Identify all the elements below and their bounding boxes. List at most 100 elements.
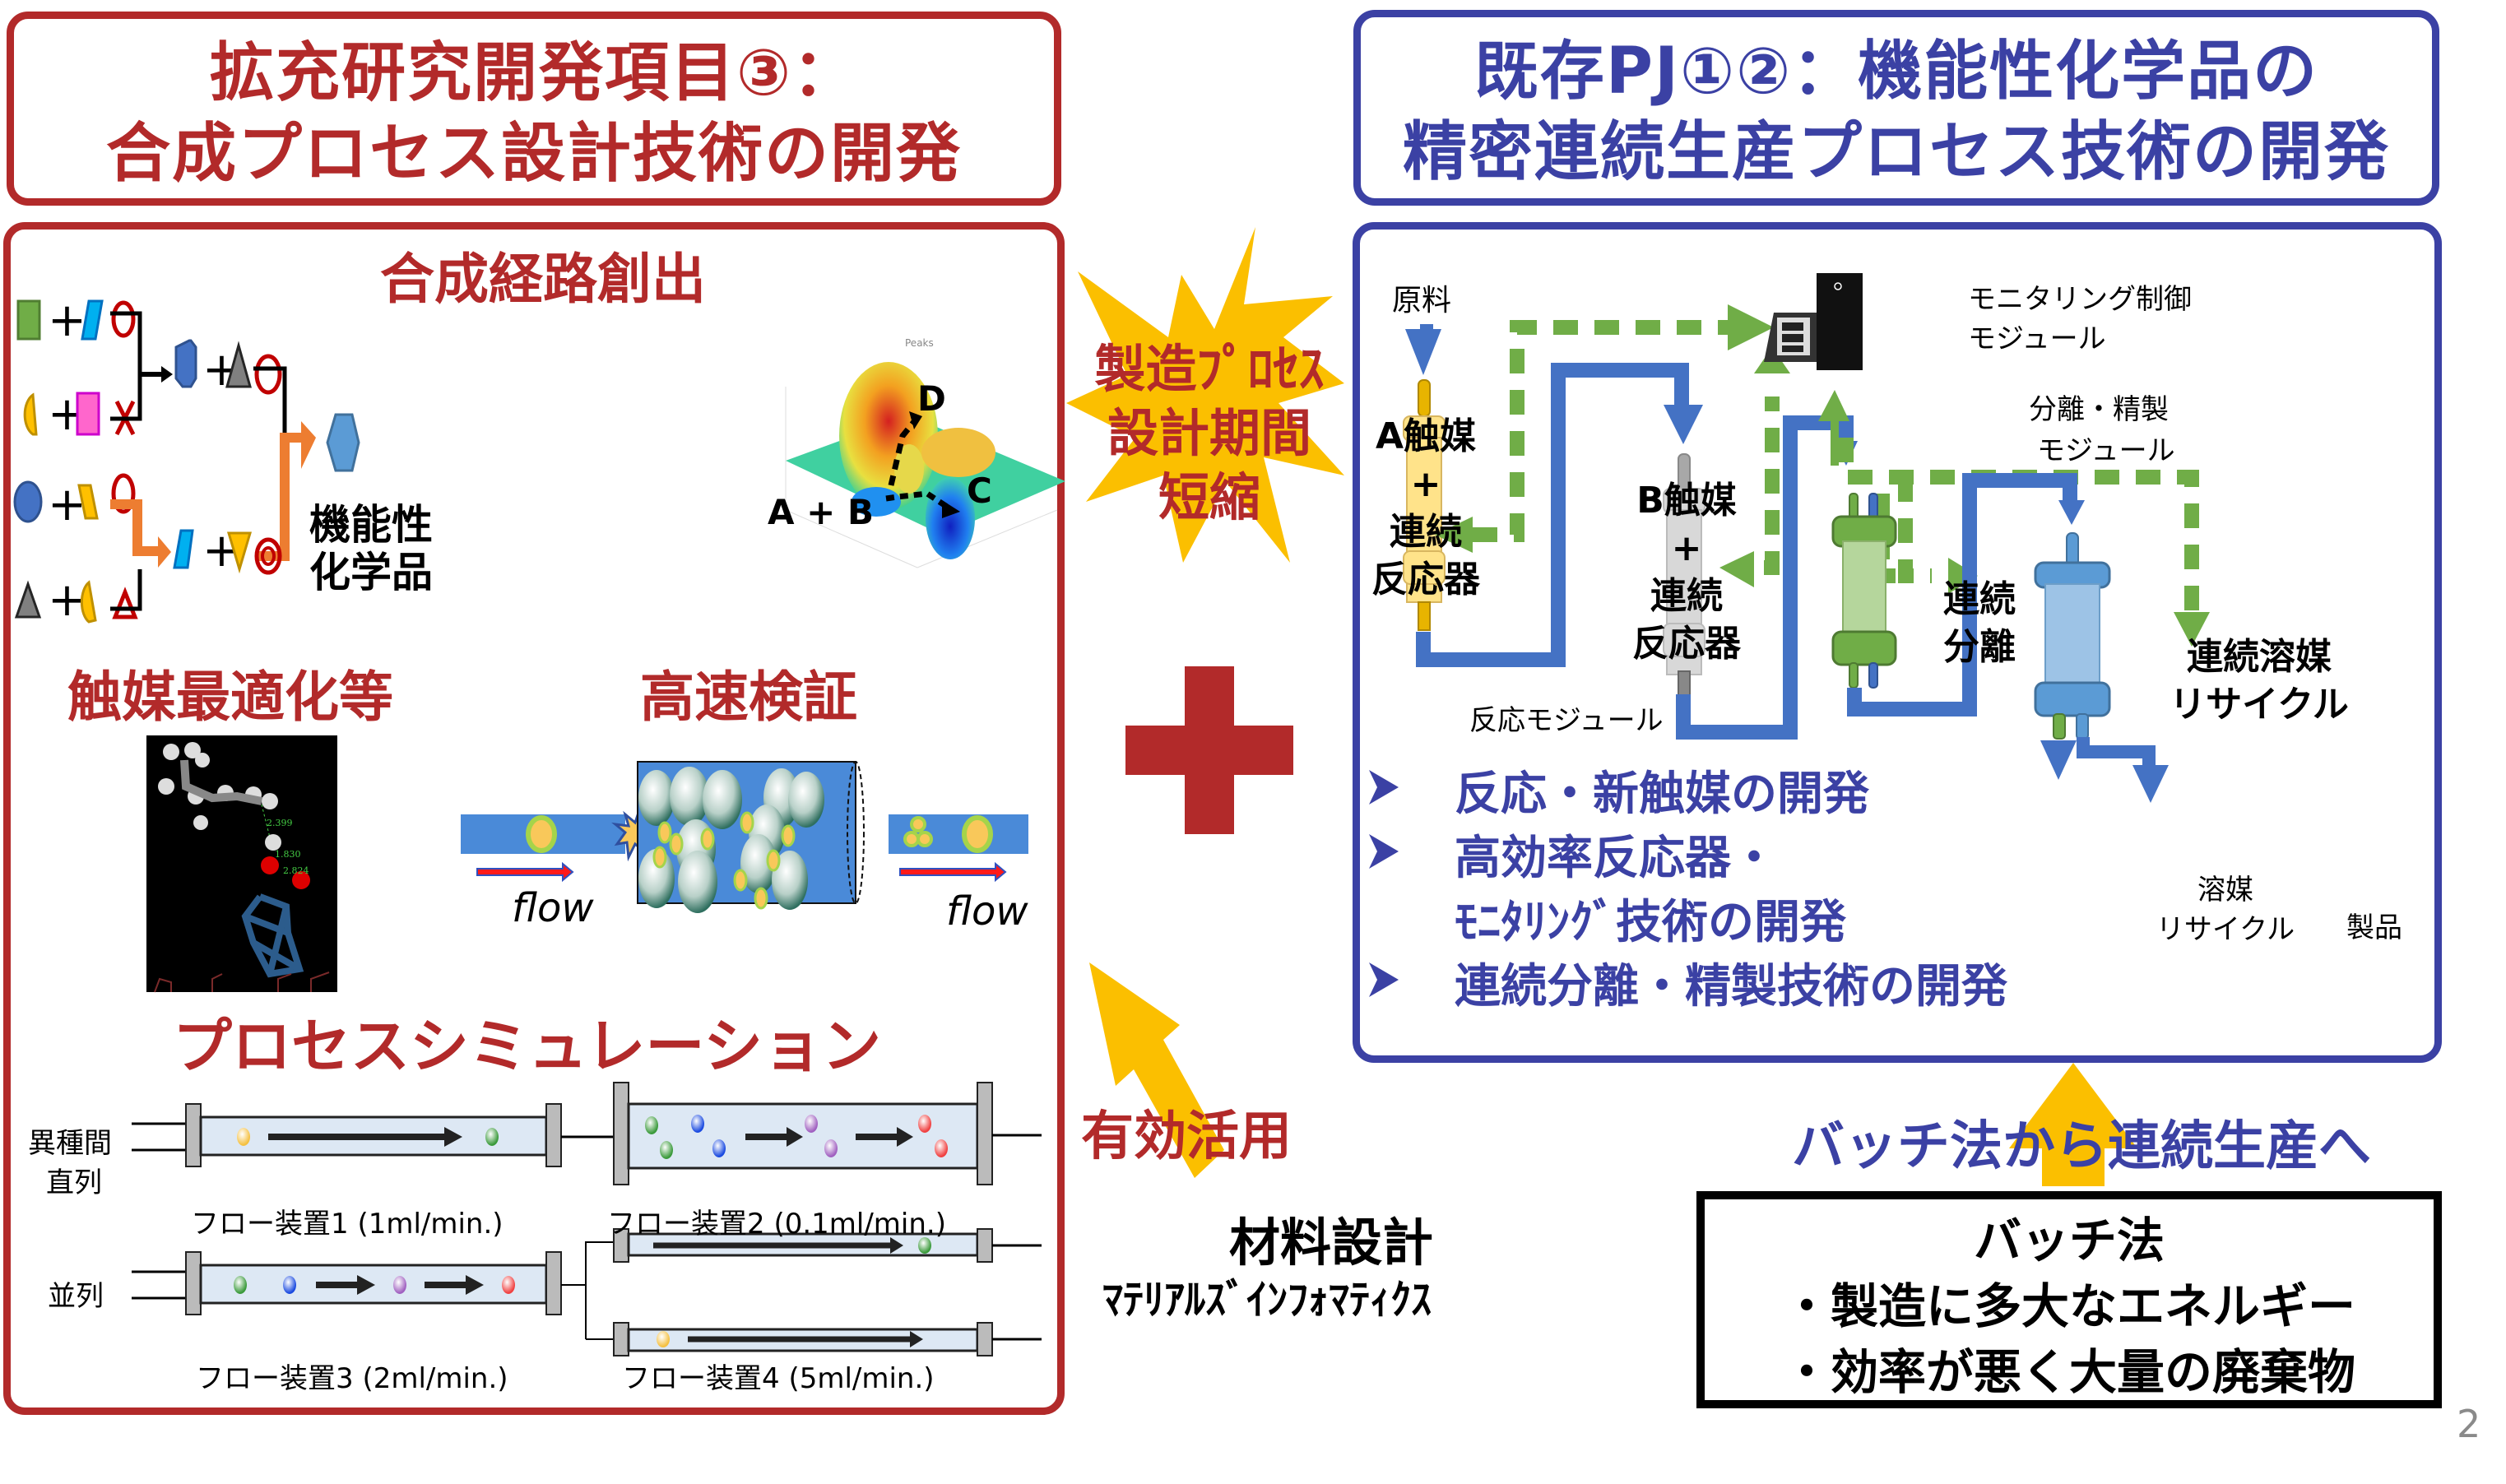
parallel-label: 並列 xyxy=(48,1280,104,1313)
materials-informatics-label: ﾏﾃﾘｱﾙｽﾞｲﾝﾌｫﾏﾃｨｸｽ xyxy=(1102,1276,1432,1324)
distance-3: 2.824 xyxy=(283,865,309,876)
reactant-blue-parallelogram xyxy=(81,299,104,341)
reactant-yellow-parallelogram xyxy=(77,484,99,520)
surface-peak-mid xyxy=(921,428,995,477)
arrowhead-bullet-icon xyxy=(1369,770,1399,805)
flow-device-4-upper xyxy=(613,1228,1042,1263)
solvent-out-line1: 溶媒 xyxy=(2197,874,2253,907)
effective-use-label: 有効活用 xyxy=(1081,1106,1292,1167)
reaction-module-label: 反応モジュール xyxy=(1469,704,1664,737)
plus-sign: + xyxy=(48,294,86,347)
circle-mark-icon xyxy=(111,473,136,514)
synthesis-route-diagram: + + + + + + xyxy=(13,294,360,627)
reactant-blue-circle xyxy=(13,480,43,523)
path-b-to-d xyxy=(888,417,918,486)
solvent-out-arrow xyxy=(2040,740,2077,780)
flow-label-right: flow xyxy=(946,888,1028,934)
reactor-a-label: A触媒 + 連続 反応器 xyxy=(1349,413,1502,604)
product-out-arrow xyxy=(2132,765,2169,803)
right-panel xyxy=(1353,222,2442,1063)
reactor-a-line1: A触媒 xyxy=(1375,415,1477,457)
reactant-yellow-halfcircle xyxy=(80,580,97,624)
double-circle-mark-icon xyxy=(254,537,282,575)
recycle-line2: リサイクル xyxy=(2170,684,2349,726)
plot-title: Peaks xyxy=(905,337,934,349)
flow-arrow-right xyxy=(899,861,1007,883)
flow-device-schematic xyxy=(132,1082,1042,1339)
separation-line1: 連続 xyxy=(1943,578,2016,620)
monitor-line-a xyxy=(1473,320,1728,542)
flow-device-3 xyxy=(132,1241,614,1339)
burst-line3: 短縮 xyxy=(1158,467,1260,527)
flow-device-2 xyxy=(613,1082,1042,1185)
flow-device-1 xyxy=(132,1103,614,1167)
material-design-label: 材料設計 xyxy=(1229,1213,1434,1273)
sep-module-line1: 分離・精製 xyxy=(2029,393,2169,426)
reactor-b-label: B触媒 + 連続 反応器 xyxy=(1613,477,1761,668)
separation-label: 連続 分離 xyxy=(1930,576,2029,671)
batch-box: バッチ法 ・製造に多大なエネルギー ・効率が悪く大量の廃棄物 xyxy=(1696,1191,2442,1408)
right-header-line1: 既存PJ①②：機能性化学品の xyxy=(1473,35,2319,109)
reactant-grey-triangle xyxy=(225,341,252,388)
intermediate-blue-parallelogram xyxy=(173,529,194,569)
solvent-out-line2: リサイクル xyxy=(2156,913,2295,946)
flow-label-left: flow xyxy=(512,885,594,931)
reactor-a-line3: 反応器 xyxy=(1371,559,1480,601)
arrowhead-bullet-icon xyxy=(1369,834,1399,869)
reactor-b-line1: B触媒 xyxy=(1636,480,1737,522)
reactor-b-line3: 反応器 xyxy=(1632,623,1741,665)
batch-title: バッチ法 xyxy=(1973,1213,2165,1268)
reactant-green-square xyxy=(16,299,41,341)
intermediate-blue-octagon xyxy=(174,339,197,388)
reactor-b-line2: 連続 xyxy=(1650,575,1723,617)
series-label-line1: 異種間 xyxy=(28,1127,112,1160)
reactant-pink-square xyxy=(76,392,100,436)
bullet-text: 高効率反応器・ xyxy=(1455,832,1777,885)
batch-item-2: ・効率が悪く大量の廃棄物 xyxy=(1782,1344,2355,1400)
left-header-line2: 合成プロセス設計技術の開発 xyxy=(105,117,962,191)
molecule-image: 2.399 1.830 2.824 xyxy=(146,735,337,993)
catalyst-title: 触媒最適化等 xyxy=(67,665,393,729)
device1-label: フロー装置1 (1ml/min.) xyxy=(191,1208,504,1241)
bullet-text: 反応・新触媒の開発 xyxy=(1455,768,1869,821)
arrowhead-bullet-icon xyxy=(1369,962,1399,997)
device4-label: フロー装置4 (5ml/min.) xyxy=(622,1362,935,1395)
reactant-grey-triangle xyxy=(14,580,42,619)
monitoring-computer-icon xyxy=(1764,273,1863,370)
reactor-b xyxy=(1663,453,1705,697)
reactant-yellow-halfcircle xyxy=(23,392,38,436)
flow-arrow-left xyxy=(476,861,574,883)
separation-line2: 分離 xyxy=(1943,626,2016,668)
selected-route-arrow xyxy=(110,499,158,556)
bullet-text: 連続分離・精製技術の開発 xyxy=(1455,960,2007,1013)
device3-label: フロー装置3 (2ml/min.) xyxy=(196,1362,508,1395)
svg-text:+: + xyxy=(48,573,86,627)
reactor-a xyxy=(1403,379,1446,631)
reactor-a-plus: + xyxy=(1410,463,1441,505)
left-panel xyxy=(3,222,1065,1415)
raw-material-label: 原料 xyxy=(1392,284,1452,318)
batch-to-continuous-arrow xyxy=(2009,1063,2137,1186)
product-label-line1: 機能性 xyxy=(309,501,433,549)
recycle-line1: 連続溶媒 xyxy=(2187,636,2332,678)
right-header-line2: 精密連続生産プロセス技術の開発 xyxy=(1402,115,2390,189)
reactor-a-line2: 連続 xyxy=(1390,511,1462,553)
right-header-box: 既存PJ①②：機能性化学品の 精密連続生産プロセス技術の開発 xyxy=(1353,10,2439,206)
continuous-solvent-recycle xyxy=(2034,532,2111,740)
reactant-yellow-inverted-triangle xyxy=(226,531,253,574)
burst-line2: 設計期間 xyxy=(1107,403,1311,463)
bullet-text: ﾓﾆﾀﾘﾝｸﾞ技術の開発 xyxy=(1455,896,1846,949)
distance-1: 2.399 xyxy=(267,818,293,828)
burst-line1: 製造ﾌﾟﾛｾｽ xyxy=(1094,339,1325,399)
design-period-callout: 製造ﾌﾟﾛｾｽ 設計期間 短縮 xyxy=(1070,337,1349,530)
path-b-to-c xyxy=(885,490,949,509)
surface-peak-small xyxy=(894,444,924,494)
burst-shape xyxy=(1066,227,1344,563)
left-header-box: 拡充研究開発項目③： 合成プロセス設計技術の開発 xyxy=(7,12,1061,206)
flow-device-4-lower xyxy=(586,1322,1042,1356)
reactor-b-plus: + xyxy=(1671,527,1702,569)
circle-mark-icon xyxy=(111,300,136,338)
surface-plot: Peaks A + B C D xyxy=(745,337,1074,576)
monitor-label-line1: モニタリング制御 xyxy=(1968,283,2192,316)
recycle-label: 連続溶媒 リサイクル xyxy=(2152,633,2366,729)
